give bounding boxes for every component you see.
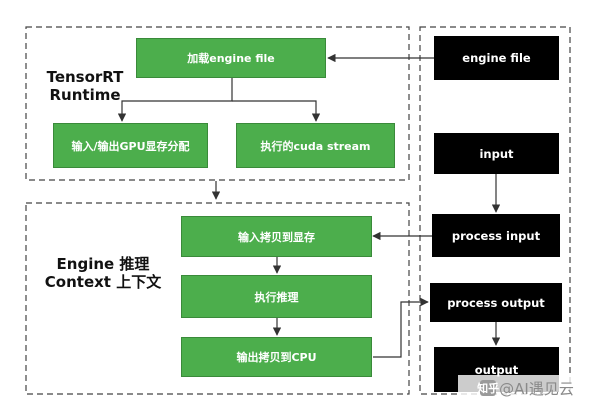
- connector-load-split: [117, 78, 233, 122]
- context-frame: [25, 202, 410, 395]
- runtime-title-line1: TensorRT: [46, 68, 124, 86]
- runtime-title: TensorRT Runtime: [40, 68, 130, 104]
- context-title-line2: Context 上下文: [44, 273, 162, 291]
- watermark-text: @AI遇见云: [499, 379, 574, 398]
- copy-input-node: 输入拷贝到显存: [181, 216, 372, 257]
- load-engine-node: 加载engine file: [136, 38, 326, 78]
- input-node: input: [434, 133, 559, 174]
- run-inference-node: 执行推理: [181, 275, 372, 318]
- process-output-node: process output: [430, 283, 562, 322]
- connector-split-stream: [232, 100, 321, 122]
- connector-copyout-to-processoutput: [373, 297, 429, 358]
- io-frame: [419, 26, 571, 395]
- context-title-line1: Engine 推理: [56, 255, 150, 273]
- watermark: 知乎 @AI遇见云: [458, 375, 596, 401]
- engine-file-node: engine file: [434, 36, 559, 80]
- cuda-stream-node: 执行的cuda stream: [236, 123, 395, 168]
- runtime-frame: [25, 26, 410, 181]
- runtime-title-line2: Runtime: [49, 86, 121, 104]
- copy-output-node: 输出拷贝到CPU: [181, 337, 372, 377]
- process-input-node: process input: [432, 214, 560, 257]
- context-title: Engine 推理 Context 上下文: [28, 255, 178, 291]
- gpu-alloc-node: 输入/输出GPU显存分配: [53, 123, 208, 168]
- zhihu-logo-icon: 知乎: [477, 380, 500, 396]
